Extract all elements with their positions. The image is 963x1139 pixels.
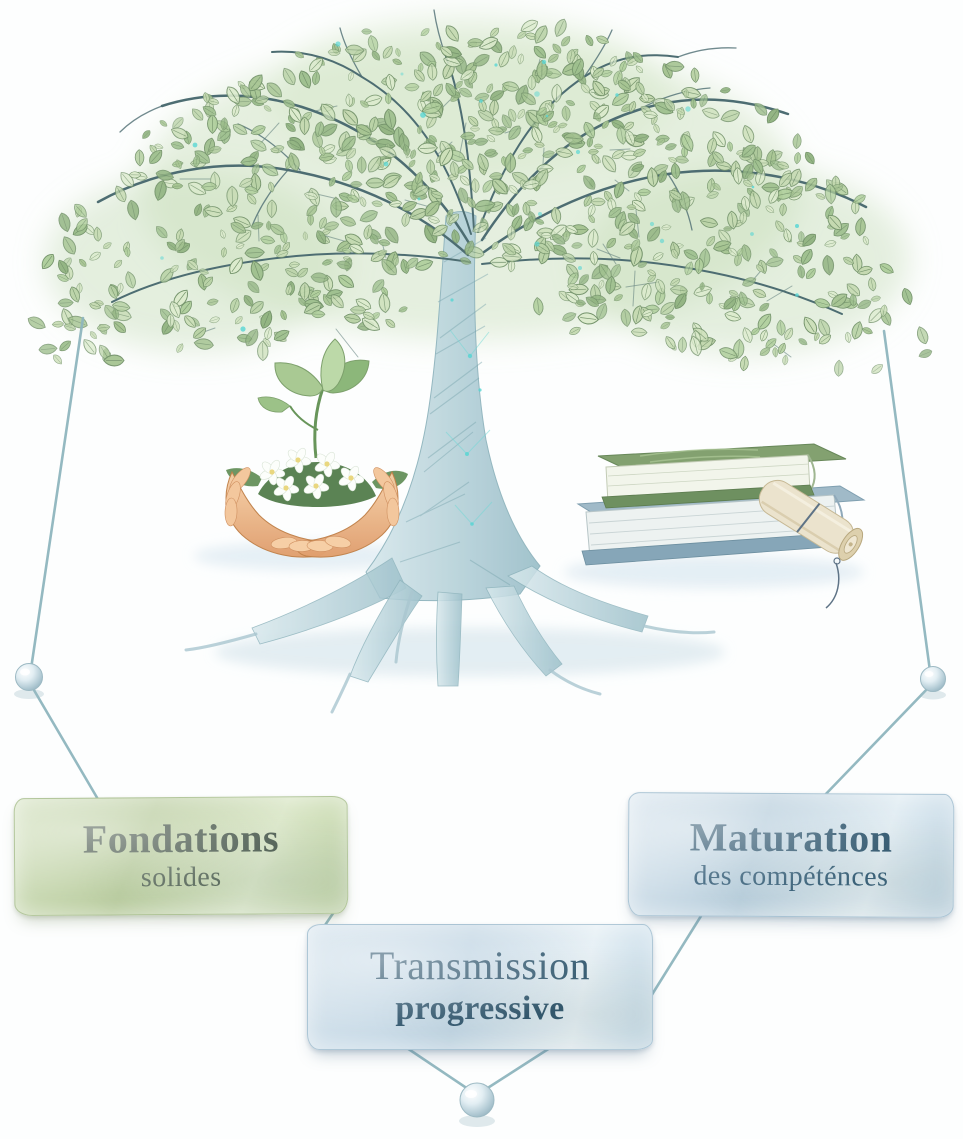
maturation-card: Maturation des compéténces (627, 792, 955, 918)
transmission-subtitle: progressive (395, 990, 565, 1028)
foundations-card: Fondations solides (13, 795, 349, 917)
maturation-subtitle: des compéténces (693, 860, 889, 893)
connector-node (920, 666, 946, 692)
foundations-subtitle: solides (140, 861, 222, 894)
connector-line (882, 329, 932, 673)
foundations-title: Fondations (82, 815, 280, 862)
connector-line (402, 1044, 473, 1093)
tree-trunk (184, 211, 716, 714)
hands-holding-seedling-icon (224, 338, 408, 558)
maturation-title: Maturation (689, 814, 893, 861)
connector-line (29, 316, 85, 671)
white-flowers (259, 447, 365, 502)
connector-node (15, 663, 43, 691)
paper-scroll (758, 479, 864, 561)
cyan-sparkles (160, 41, 799, 332)
connector-line (481, 1044, 555, 1093)
connector-line (29, 683, 101, 803)
transmission-card: Transmission progressive (307, 924, 653, 1050)
transmission-title: Transmission (369, 943, 591, 989)
connector-line (646, 914, 703, 1003)
books-and-scroll-icon (576, 443, 866, 609)
trunk-facet-lines (399, 237, 511, 586)
connector-nodes (14, 663, 946, 1127)
connector-line (821, 685, 931, 799)
connector-node (459, 1082, 495, 1118)
